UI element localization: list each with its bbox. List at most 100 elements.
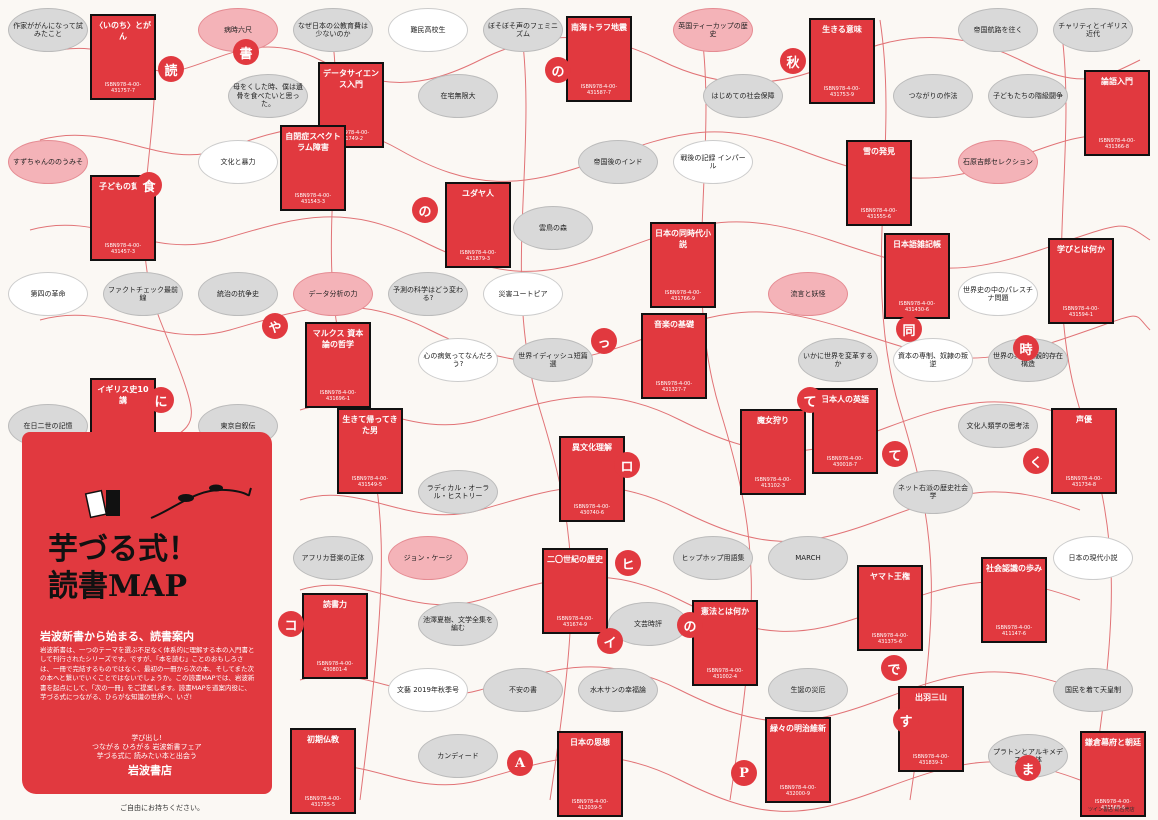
connector-kana-badge: に: [148, 387, 174, 413]
connector-kana-badge: ま: [1015, 755, 1041, 781]
leaf-book-item[interactable]: 石原吉郎セレクション: [958, 140, 1038, 184]
leaf-book-item[interactable]: すずちゃんののうみそ: [8, 140, 88, 184]
leaf-book-item[interactable]: 文化人類学の思考法: [958, 404, 1038, 448]
leaf-book-item[interactable]: 第四の革命: [8, 272, 88, 316]
leaf-book-item[interactable]: 生誕の災厄: [768, 668, 848, 712]
leaf-book-item[interactable]: 統治の抗争史: [198, 272, 278, 316]
leaf-book-item[interactable]: はじめての社会保障: [703, 74, 783, 118]
leaf-book-item[interactable]: 文化と暴力: [198, 140, 278, 184]
book-card[interactable]: 憲法とは何か ISBN978-4-00-431002-4: [692, 600, 758, 686]
leaf-book-item[interactable]: 作家ががんになって試みたこと: [8, 8, 88, 52]
leaf-book-item[interactable]: 予測の科学はどう変わる?: [388, 272, 468, 316]
book-title: 南海トラフ地震: [571, 23, 627, 32]
leaf-book-item[interactable]: 英国ティーカップの歴史: [673, 8, 753, 52]
book-title: 憲法とは何か: [701, 607, 749, 616]
leaf-book-item[interactable]: 水木サンの幸福論: [578, 668, 658, 712]
book-title: ユダヤ人: [462, 189, 494, 198]
book-isbn: ISBN978-4-00-431839-1: [912, 754, 950, 766]
leaf-book-item[interactable]: 文藝 2019年秋季号: [388, 668, 468, 712]
leaf-book-item[interactable]: 在宅無限大: [418, 74, 498, 118]
book-isbn: ISBN978-4-00-431430-6: [898, 301, 936, 313]
leaf-book-item[interactable]: 国民を着て天皇制: [1053, 668, 1133, 712]
leaf-book-item[interactable]: ネット右派の歴史社会学: [893, 470, 973, 514]
leaf-book-item[interactable]: ファクトチェック最前線: [103, 272, 183, 316]
leaf-book-item[interactable]: 災害ユートピア: [483, 272, 563, 316]
leaf-book-item[interactable]: 戦後の記録 インパール: [673, 140, 753, 184]
book-card[interactable]: ヤマト王権 ISBN978-4-00-431375-6: [857, 565, 923, 651]
leaf-book-item[interactable]: つながりの作法: [893, 74, 973, 118]
leaf-book-item[interactable]: アフリカ音楽の正体: [293, 536, 373, 580]
book-title: 自閉症スペクトラム障害: [285, 132, 341, 152]
connector-kana-badge: A: [507, 750, 533, 776]
leaf-book-item[interactable]: ぼそぼそ声のフェミニズム: [483, 8, 563, 52]
leaf-book-item[interactable]: MARCH: [768, 536, 848, 580]
leaf-book-item[interactable]: 世界イディッシュ短篇選: [513, 338, 593, 382]
connector-kana-badge: 秋: [780, 48, 806, 74]
leaf-book-item[interactable]: 世界史の中のパレスチナ問題: [958, 272, 1038, 316]
leaf-book-item[interactable]: 子どもたちの階級闘争: [988, 74, 1068, 118]
leaf-book-item[interactable]: 雲鳥の森: [513, 206, 593, 250]
leaf-book-item[interactable]: ラディカル・オーラル・ヒストリー: [418, 470, 498, 514]
leaf-book-item[interactable]: チャリティとイギリス近代: [1053, 8, 1133, 52]
fair-title: つながる ひろがる 岩波新書フェア: [92, 743, 202, 752]
book-title: 日本の思想: [570, 738, 610, 747]
book-title: ヤマト王権: [870, 572, 910, 581]
leaf-book-item[interactable]: 資本の専制、奴隷の叛逆: [893, 338, 973, 382]
leaf-book-item[interactable]: 難民高校生: [388, 8, 468, 52]
book-title: 緑々の明治維新: [770, 724, 826, 733]
book-isbn: ISBN978-4-00-431002-4: [706, 668, 744, 680]
leaf-book-item[interactable]: ヒップホップ用語集: [673, 536, 753, 580]
leaf-book-item[interactable]: 帝国航路を往く: [958, 8, 1038, 52]
book-isbn: ISBN978-4-00-430801-4: [316, 661, 354, 673]
connector-kana-badge: 食: [136, 172, 162, 198]
book-isbn: ISBN978-4-00-411147-6: [995, 625, 1033, 637]
leaf-book-item[interactable]: いかに世界を変革するか: [798, 338, 878, 382]
book-title: 論語入門: [1101, 77, 1133, 86]
book-title: 魔女狩り: [757, 416, 789, 425]
leaf-book-item[interactable]: 帝国後のインド: [578, 140, 658, 184]
leaf-book-item[interactable]: なぜ日本の公教育費は少ないのか: [293, 8, 373, 52]
leaf-book-item[interactable]: 母をくした時、僕は遺骨を食べたいと思った。: [228, 74, 308, 118]
leaf-book-item[interactable]: 文芸時評: [608, 602, 688, 646]
leaf-book-item[interactable]: 流言と妖怪: [768, 272, 848, 316]
leaf-book-item[interactable]: 心の病気ってなんだろう?: [418, 338, 498, 382]
leaf-book-item[interactable]: データ分析の力: [293, 272, 373, 316]
book-isbn: ISBN978-4-00-431375-6: [871, 633, 909, 645]
leaf-book-item[interactable]: ジョン・ケージ: [388, 536, 468, 580]
connector-kana-badge: P: [731, 760, 757, 786]
book-title: 雪の発見: [863, 147, 895, 156]
book-isbn: ISBN978-4-00-431757-7: [104, 82, 142, 94]
leaf-book-item[interactable]: 池澤夏樹、文学全集を編む: [418, 602, 498, 646]
leaf-book-item[interactable]: カンディード: [418, 734, 498, 778]
footer-right: ツイン書店 総合売店: [1088, 807, 1135, 813]
connector-kana-badge: の: [545, 57, 571, 83]
leaf-book-item[interactable]: 日本の現代小説: [1053, 536, 1133, 580]
leaf-book-item[interactable]: 不安の書: [483, 668, 563, 712]
book-title: マルクス 資本論の哲学: [312, 329, 364, 349]
